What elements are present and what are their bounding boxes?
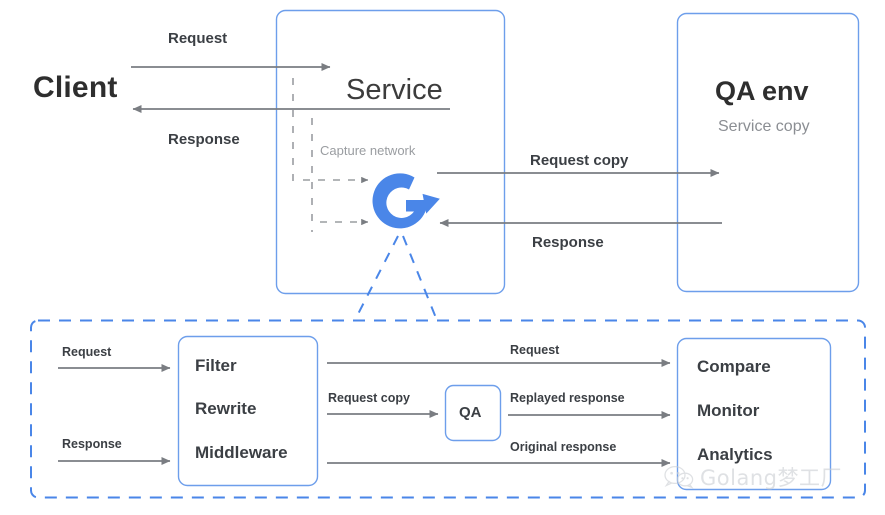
label-request-copy: Request copy [530,152,629,169]
client-label: Client [33,71,118,104]
capture-network-label: Capture network [320,143,416,158]
label-request: Request [168,30,228,47]
panel-label-response: Response [62,437,122,451]
label-response: Response [168,131,240,148]
label-response-qa: Response [532,234,604,251]
output-item-compare: Compare [697,357,771,376]
processing-item-rewrite: Rewrite [195,399,257,418]
panel-label-request: Request [62,345,112,359]
connector-right [402,235,437,319]
connector-left [355,235,399,319]
watermark: Golang梦工厂 [664,462,842,492]
goreplay-logo-glyph [372,173,440,229]
panel-label-request-out: Request [510,343,560,357]
panel-label-replayed-response: Replayed response [510,391,625,405]
processing-item-middleware: Middleware [195,443,288,462]
panel-label-request-copy: Request copy [328,391,410,405]
output-item-analytics: Analytics [697,445,773,464]
processing-item-filter: Filter [195,356,237,375]
service-label: Service [346,74,443,106]
output-item-monitor: Monitor [697,401,760,420]
qa-env-sublabel: Service copy [718,118,810,135]
qa-chip-label: QA [459,404,482,421]
qa-env-label: QA env [715,76,809,106]
watermark-text: Golang梦工厂 [700,466,842,490]
qa-env-box [676,12,860,293]
wechat-icon [664,465,694,489]
panel-label-original-response: Original response [510,440,617,454]
